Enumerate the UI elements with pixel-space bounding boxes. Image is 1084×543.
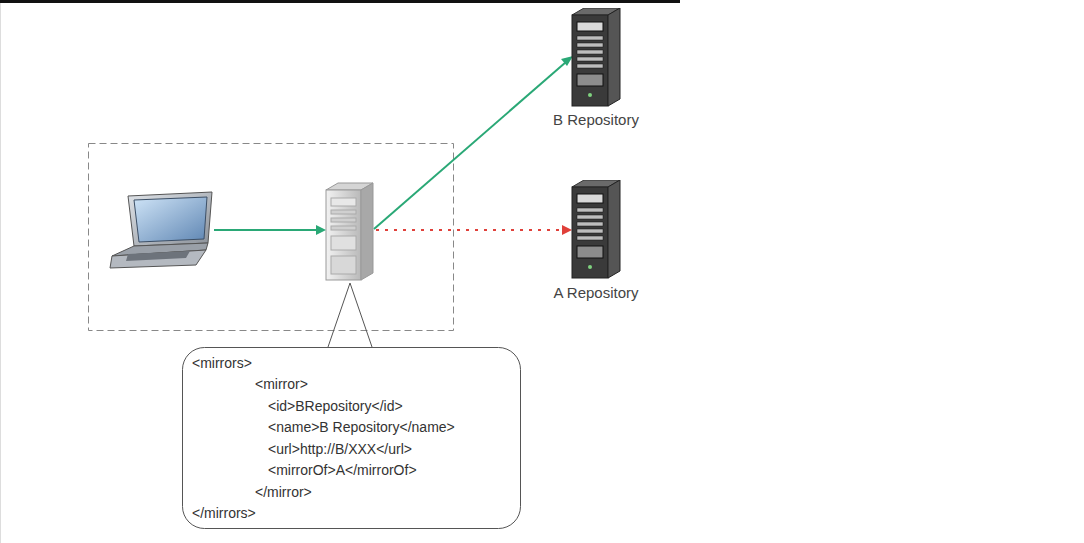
arrow-head: [561, 56, 573, 66]
xml-line: <id>BRepository</id>: [268, 397, 403, 415]
arrow-head: [316, 225, 326, 235]
xml-line: </mirrors>: [192, 504, 256, 522]
xml-line: <mirror>: [255, 375, 308, 393]
arrows: [214, 56, 573, 235]
arrow-head: [562, 225, 572, 235]
local-server-icon: [326, 183, 373, 280]
xml-line: </mirror>: [255, 483, 312, 501]
config-callout: <mirrors><mirror> <id>BRepository</id> <na…: [183, 348, 520, 528]
local-region: [89, 144, 454, 331]
server-icon: [545, 8, 647, 108]
blocked-arrow: [376, 229, 563, 231]
xml-line: <url>http://B/XXX</url>: [268, 440, 412, 458]
xml-line: <mirrors>: [192, 354, 252, 372]
repository-node: B Repository: [545, 8, 647, 131]
repository-node: A Repository: [545, 180, 647, 304]
top-bar: [0, 0, 680, 3]
server-icon: [545, 180, 647, 280]
xml-line: <name>B Repository</name>: [268, 418, 455, 436]
laptop-icon: [110, 192, 212, 268]
repository-label: B Repository: [545, 111, 647, 128]
xml-line: <mirrorOf>A</mirrorOf>: [268, 461, 417, 479]
request-arrow: [214, 229, 318, 231]
repository-label: A Repository: [545, 284, 647, 301]
mirror-arrow: [374, 62, 566, 229]
callout-outline: [183, 283, 521, 529]
left-edge: [0, 3, 1, 543]
